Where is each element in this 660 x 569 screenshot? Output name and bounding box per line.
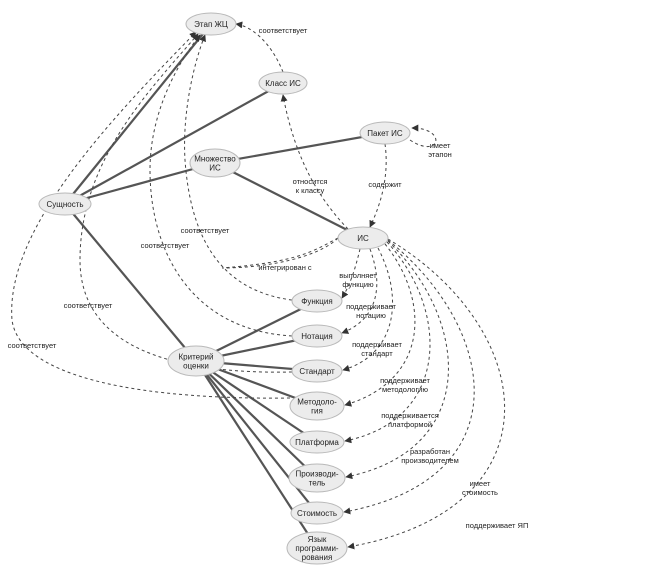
relation-label-klass_etap: соответствует: [259, 26, 308, 35]
node-paket_is: Пакет ИС: [359, 121, 411, 145]
relation-is_stoimost: [343, 239, 475, 515]
node-label-proizvoditel: Производи-тель: [295, 470, 338, 488]
relation-label-funk_etap: соответствует: [181, 226, 230, 235]
relation-metod_etap: [11, 31, 291, 399]
relation-label-is_mnozh: интегрирован с: [258, 263, 312, 272]
relation-label-notatsiya_etap: соответствует: [141, 241, 190, 250]
link-sushchnost-etap_zhc: [64, 23, 212, 205]
node-is: ИС: [337, 226, 389, 250]
node-label-etap_zhc: Этап ЖЦ: [194, 20, 228, 29]
relation-label-metod_etap: соответствует: [8, 341, 57, 350]
link-kriteriy-proizvoditel: [195, 360, 318, 479]
relation-is_standart: [342, 247, 393, 372]
relation-label-standart_etap: соответствует: [64, 301, 113, 310]
node-label-notatsiya: Нотация: [301, 332, 332, 341]
relation-label-paket_is: содержит: [368, 180, 402, 189]
node-funktsiya: Функция: [291, 289, 343, 313]
node-label-funktsiya: Функция: [301, 297, 332, 306]
node-label-standart: Стандарт: [299, 367, 335, 376]
relation-is_notatsiya: [341, 248, 378, 334]
relation-is_funk: [341, 248, 361, 299]
relation-funk_etap: [184, 34, 293, 301]
link-sushchnost-klass_is: [64, 82, 284, 205]
node-sushchnost: Сущность: [38, 192, 92, 216]
node-notatsiya: Нотация: [291, 324, 343, 348]
node-platforma: Платформа: [289, 430, 345, 454]
relation-is_mnozh: [221, 237, 339, 269]
link-mnozhestvo_is-is: [214, 162, 364, 239]
node-proizvoditel: Производи-тель: [288, 463, 346, 493]
node-label-klass_is: Класс ИС: [265, 79, 301, 88]
relation-is_platforma: [344, 241, 431, 444]
node-standart: Стандарт: [291, 359, 343, 383]
node-label-metodologiya: Методоло-гия: [297, 398, 337, 416]
node-label-paket_is: Пакет ИС: [367, 129, 403, 138]
relation-notatsiya_etap: [149, 34, 293, 337]
node-etap_zhc: Этап ЖЦ: [185, 12, 237, 36]
relation-is_metod: [344, 243, 416, 407]
relation-klass_etap: [235, 21, 284, 73]
node-stoimost: Стоимость: [290, 501, 344, 525]
node-metodologiya: Методоло-гия: [289, 391, 345, 421]
relation-is_proizv: [345, 240, 449, 480]
relation-label-is_yazyk: поддерживает ЯП: [466, 521, 529, 530]
node-label-sushchnost: Сущность: [46, 200, 83, 209]
link-kriteriy-platforma: [195, 360, 318, 443]
node-klass_is: Класс ИС: [258, 71, 308, 95]
relation-paket_self: [409, 124, 437, 147]
link-mnozhestvo_is-paket_is: [214, 131, 386, 165]
relation-paket_is: [369, 143, 387, 228]
node-label-stoimost: Стоимость: [297, 509, 337, 518]
node-label-platforma: Платформа: [295, 438, 339, 447]
relation-is_klass: [280, 94, 349, 230]
link-sushchnost-kriteriy: [64, 203, 197, 362]
node-label-is: ИС: [357, 234, 369, 243]
